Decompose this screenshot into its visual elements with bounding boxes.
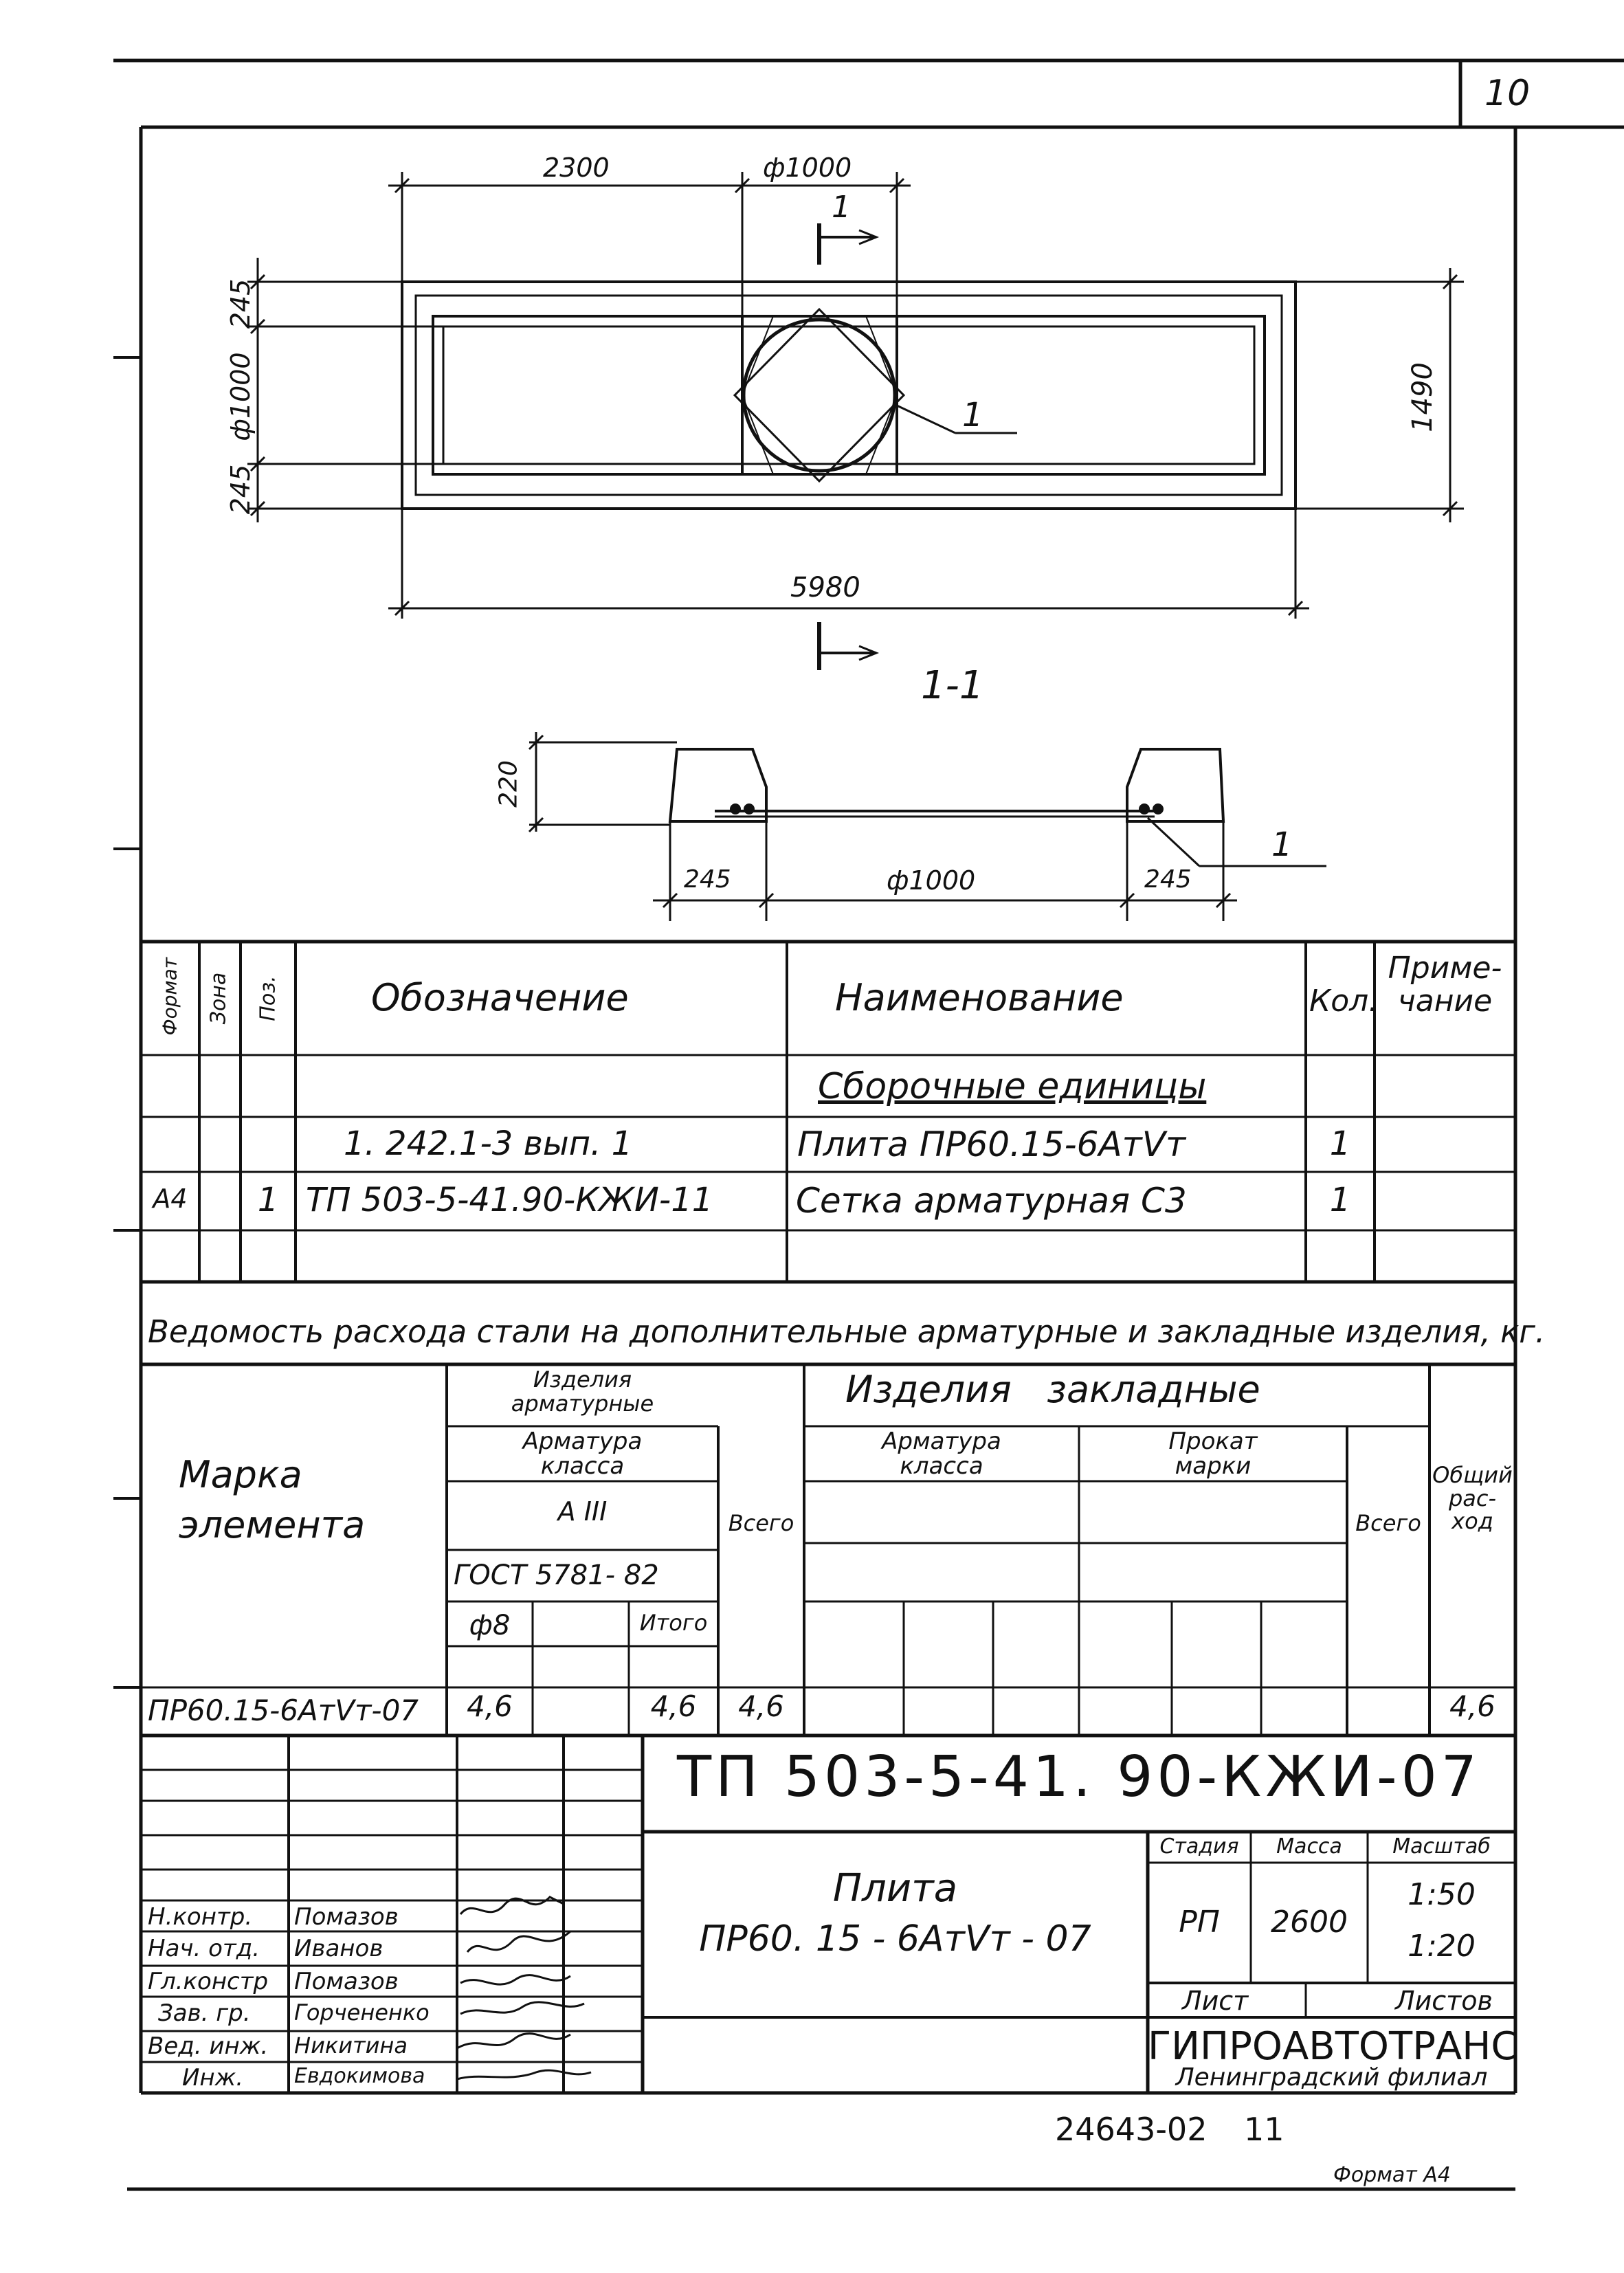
- spec-row-2-designation: ТП 503-5-41.90-КЖИ-11: [306, 1181, 713, 1219]
- spec-row-2-name: Сетка арматурная С3: [796, 1181, 1187, 1221]
- signer-role: Н.контр.: [148, 1903, 253, 1931]
- steel-row-d8: 4,6: [467, 1689, 513, 1723]
- spec-row-1-qty: 1: [1329, 1124, 1351, 1163]
- dim-right: 1490: [1407, 362, 1438, 432]
- spec-row-1-designation: 1. 242.1-3 вып. 1: [344, 1124, 633, 1163]
- steel-row-mark: ПР60.15-6АтVт-07: [148, 1694, 419, 1727]
- mass-value: 2600: [1271, 1905, 1348, 1940]
- steel-itogo-header: Итого: [639, 1610, 708, 1636]
- spec-header-name: Наименование: [835, 976, 1124, 1019]
- steel-row-itogo: 4,6: [650, 1689, 697, 1723]
- scale-value-1: 1:50: [1408, 1877, 1476, 1912]
- spec-header-designation: Обозначение: [371, 976, 629, 1019]
- dim-top-left: 2300: [543, 153, 610, 183]
- section-dim-mid: ф1000: [887, 865, 976, 896]
- steel-d8-header: ф8: [469, 1610, 511, 1641]
- steel-group-zakl: Изделия закладные: [845, 1368, 1260, 1411]
- dim-left-top: 245: [225, 278, 256, 329]
- section-title: 1-1: [921, 663, 984, 708]
- steel-total-header: Общий рас- ход: [1432, 1462, 1513, 1535]
- signer-name: Помазов: [294, 1968, 399, 1995]
- section-dim-right: 245: [1144, 865, 1192, 894]
- scale-header: Масштаб: [1392, 1834, 1491, 1859]
- signer-name: Иванов: [294, 1935, 383, 1962]
- spec-header-qty: Кол.: [1309, 984, 1379, 1019]
- spec-header-format: Формат: [158, 957, 181, 1036]
- signer-role: Вед. инж.: [148, 2032, 269, 2060]
- product-name-line2: ПР60. 15 - 6АтVт - 07: [699, 1918, 1091, 1960]
- spec-row-2-pos: 1: [257, 1181, 279, 1219]
- archive-code: 24643-02: [1055, 2111, 1208, 2148]
- dim-bottom: 5980: [790, 572, 860, 603]
- scale-value-2: 1:20: [1408, 1929, 1476, 1964]
- steel-zakl-vsego: Всего: [1355, 1510, 1421, 1536]
- product-name-line1: Плита: [832, 1866, 958, 1911]
- signer-name: Евдокимова: [294, 2064, 425, 2088]
- signer-name: Никитина: [294, 2032, 408, 2059]
- spec-header-zone: Зона: [206, 972, 231, 1025]
- plan-callout: 1: [962, 396, 983, 434]
- spec-row-2-qty: 1: [1329, 1181, 1351, 1219]
- signer-role: Нач. отд.: [148, 1935, 260, 1962]
- dim-left-mid: ф1000: [225, 352, 256, 441]
- steel-group-arm: Изделия арматурные: [511, 1366, 654, 1417]
- steel-row-vsego: 4,6: [738, 1689, 784, 1723]
- steel-vsego-header: Всего: [728, 1510, 794, 1536]
- signer-name: Помазов: [294, 1903, 399, 1931]
- dim-left-bottom: 245: [225, 464, 256, 515]
- mass-header: Масса: [1276, 1834, 1342, 1859]
- archive-page: 11: [1244, 2111, 1284, 2148]
- spec-row-1-name: Плита ПР60.15-6АтVт: [797, 1124, 1186, 1164]
- dim-top-right: ф1000: [763, 153, 852, 183]
- spec-section-title: Сборочные единицы: [818, 1066, 1207, 1107]
- section-dim-left: 245: [684, 865, 731, 894]
- steel-arm-class-value: А III: [557, 1496, 608, 1527]
- format-label: Формат А4: [1333, 2163, 1451, 2187]
- sheets-label: Листов: [1395, 1986, 1493, 2016]
- steel-title: Ведомость расхода стали на дополнительны…: [148, 1313, 1546, 1350]
- signatures-handwritten: [456, 1896, 592, 2081]
- section-mark-top: 1: [832, 190, 851, 225]
- steel-arm-class: Арматура класса: [522, 1428, 643, 1480]
- steel-zakl-arm-class: Арматура класса: [882, 1428, 1001, 1480]
- section-dim-height: 220: [494, 760, 523, 808]
- spec-header-pos: Поз.: [256, 975, 280, 1021]
- signer-role: Гл.констр: [148, 1968, 269, 1995]
- stage-value: РП: [1179, 1905, 1220, 1940]
- steel-mark-header: Марка элемента: [179, 1453, 366, 1546]
- page-number: 10: [1484, 73, 1531, 114]
- steel-row-total: 4,6: [1449, 1689, 1495, 1723]
- organization-name: ГИПРОАВТОТРАНС: [1148, 2024, 1518, 2069]
- spec-header-note: Приме- чание: [1388, 951, 1502, 1019]
- document-code: ТП 503-5-41. 90-КЖИ-07: [677, 1744, 1481, 1810]
- steel-gost: ГОСТ 5781- 82: [454, 1560, 659, 1591]
- signer-name: Горчененко: [294, 1999, 430, 2026]
- branch-name: Ленинградский филиал: [1175, 2063, 1488, 2092]
- signer-role: Инж.: [182, 2064, 244, 2092]
- spec-row-2-format: А4: [153, 1184, 188, 1214]
- sheet-label: Лист: [1182, 1986, 1249, 2016]
- steel-zakl-prokat: Прокат марки: [1168, 1428, 1258, 1480]
- section-callout: 1: [1271, 825, 1293, 864]
- signer-role: Зав. гр.: [158, 1999, 251, 2027]
- stage-header: Стадия: [1159, 1834, 1239, 1859]
